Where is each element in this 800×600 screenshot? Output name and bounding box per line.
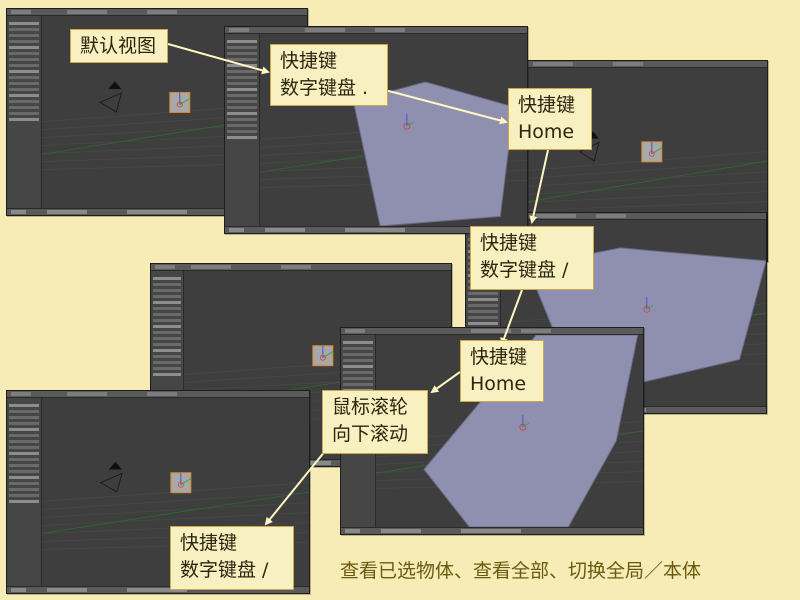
- callout-home-2: 快捷键 Home: [460, 340, 544, 402]
- callout-key-label: 数字键盘 /: [180, 559, 269, 581]
- screenshot-7-back-to-global: [6, 390, 310, 594]
- callout-shortcut-label: 快捷键: [518, 94, 576, 116]
- callout-default-view-text: 默认视图: [80, 35, 157, 57]
- figure-caption: 查看已选物体、查看全部、切换全局／本体: [340, 560, 702, 582]
- callout-numpad-slash-2: 快捷键 数字键盘 /: [170, 526, 294, 590]
- callout-shortcut-label: 快捷键: [470, 346, 528, 368]
- callout-wheel-label: 鼠标滚轮: [332, 396, 409, 418]
- callout-shortcut-label: 快捷键: [180, 532, 238, 554]
- viewport-render: [376, 335, 643, 527]
- callout-home-1: 快捷键 Home: [508, 88, 592, 150]
- callout-key-label: Home: [470, 373, 527, 395]
- callout-numpad-period: 快捷键 数字键盘 .: [270, 44, 388, 106]
- callout-key-label: 数字键盘 .: [280, 77, 369, 99]
- callout-shortcut-label: 快捷键: [480, 232, 538, 254]
- callout-shortcut-label: 快捷键: [280, 50, 338, 72]
- screenshot-6-wheel-zoomed: [340, 327, 644, 535]
- callout-numpad-slash-1: 快捷键 数字键盘 /: [470, 226, 594, 290]
- callout-mouse-wheel: 鼠标滚轮 向下滚动: [322, 390, 428, 454]
- callout-direction-label: 向下滚动: [332, 423, 409, 445]
- callout-default-view: 默认视图: [70, 29, 168, 63]
- callout-key-label: Home: [518, 121, 575, 143]
- callout-key-label: 数字键盘 /: [480, 259, 569, 281]
